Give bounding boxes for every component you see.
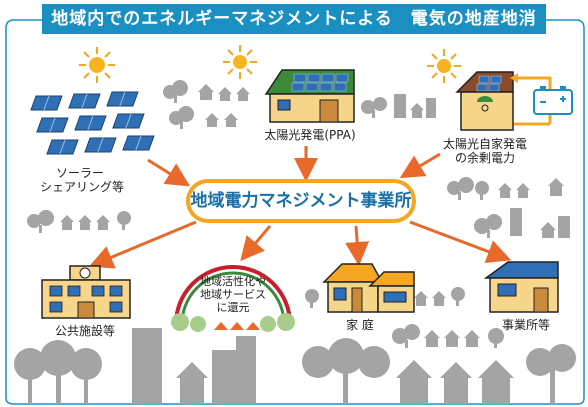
solar-sharing-label-line1: ソーラー [55, 166, 104, 180]
sun-icon [427, 49, 461, 83]
home-label: 家 庭 [346, 318, 374, 332]
central-hub-label: 地域電力マネジメント事業所 [190, 183, 412, 219]
business-label: 事業所等 [501, 318, 550, 332]
sun-icon [223, 45, 257, 79]
central-hub: 地域電力マネジメント事業所 [186, 179, 416, 223]
self-generation-house-icon [455, 71, 514, 131]
solar-sharing-label-line2: シェアリング等 [40, 180, 125, 194]
ppa-building-icon [264, 69, 355, 123]
home-icon [322, 263, 415, 313]
public-facility-label: 公共施設等 [54, 324, 115, 338]
self-generation-label-line2: の余剰電力 [454, 151, 515, 165]
community-label-line3: に還元 [216, 301, 250, 314]
community-label: 地域活性化や 地域サービス に還元 [188, 275, 278, 314]
battery-icon [510, 73, 573, 126]
ppa-label: 太陽光発電(PPA) [264, 128, 356, 142]
solar-panel-array-icon [30, 91, 155, 155]
community-label-line1: 地域活性化や [200, 275, 266, 288]
solar-sharing-label: ソーラー シェアリング等 [40, 166, 125, 194]
business-office-icon [484, 261, 559, 313]
self-generation-label: 太陽光自家発電 の余剰電力 [430, 137, 540, 165]
self-generation-label-line1: 太陽光自家発電 [442, 137, 527, 151]
community-label-line2: 地域サービス [200, 288, 266, 301]
title-banner: 地域内でのエネルギーマネジメントによる 電気の地産地消 [42, 4, 546, 34]
public-facility-icon [41, 265, 131, 319]
sun-icon [79, 47, 115, 83]
community-arch-icon [171, 265, 295, 332]
